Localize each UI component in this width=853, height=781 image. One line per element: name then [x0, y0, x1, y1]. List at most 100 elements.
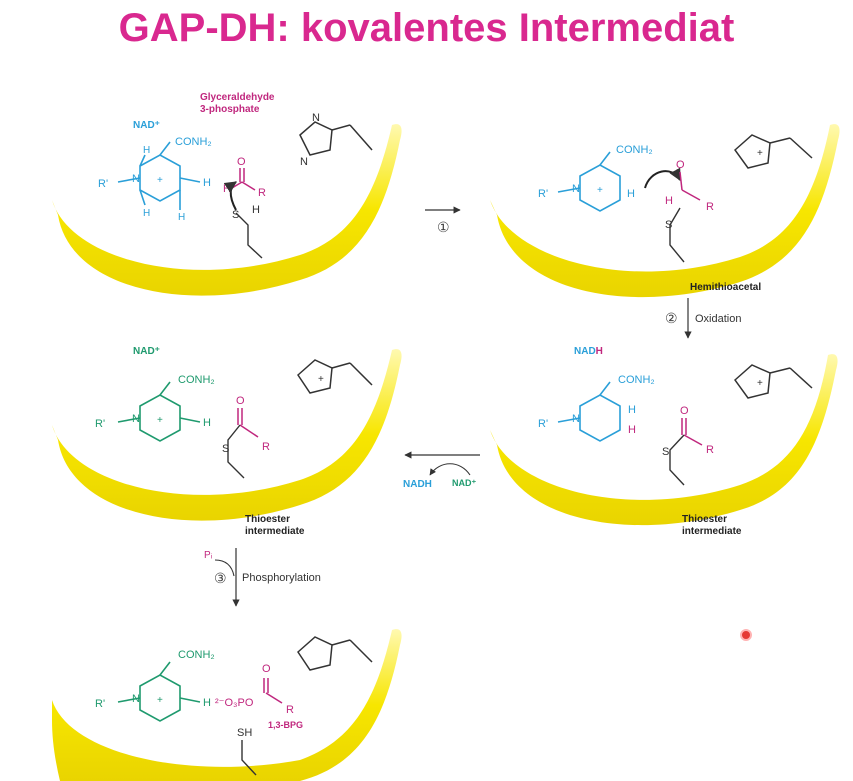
ring-h-br: H	[178, 212, 185, 223]
ring-plus: +	[157, 175, 163, 186]
ring-h-label: H	[203, 697, 211, 709]
step-3-number: ③	[214, 570, 227, 586]
ring-plus: +	[157, 695, 163, 706]
step-2-arrow: ② Oxidation	[665, 298, 741, 339]
conh2-label: CONH₂	[178, 374, 215, 386]
thio-s: S	[222, 443, 229, 455]
nicotinamide-ring	[117, 141, 201, 210]
conh2-label: CONH₂	[616, 144, 653, 156]
thio-s: S	[665, 219, 672, 231]
nad-in-label: NAD⁺	[452, 478, 476, 488]
ring-h-label: H	[627, 188, 635, 200]
imidazole-plus: +	[757, 378, 763, 389]
ring-n-label: N	[572, 413, 580, 425]
imidazole-nh: N	[312, 112, 320, 124]
ring-n-label: N	[132, 693, 140, 705]
r-prime-label: R'	[95, 698, 105, 710]
conh2-label: CONH₂	[175, 136, 212, 148]
thioester-r: R	[262, 441, 270, 453]
step-1-number: ①	[437, 219, 450, 235]
cysteine-chain	[235, 212, 263, 259]
ring-h-bl: H	[143, 208, 150, 219]
panel-3-thioester-nadh: NADH CONH₂ R' N H H O R S + Thioester in…	[490, 346, 838, 537]
panel-5-product: CONH₂ R' N + H ²⁻O₃PO O R 1,3-BPG SH	[52, 629, 402, 781]
hydride-arrow	[644, 167, 681, 189]
pi-label: Pᵢ	[204, 550, 213, 561]
conh2-label: CONH₂	[178, 649, 215, 661]
thioester-r: R	[706, 444, 714, 456]
step-3-label: Phosphorylation	[242, 572, 321, 584]
page-title: GAP-DH: kovalentes Intermediat	[118, 6, 735, 50]
r-prime-label: R'	[95, 418, 105, 430]
hemithio-r: R	[706, 201, 714, 213]
bpg-bonds	[263, 678, 283, 704]
nadh-out-label: NADH	[403, 479, 432, 490]
cysteine-chain	[669, 434, 685, 486]
hemithioacetal-bonds	[679, 171, 701, 201]
ring-plus: +	[597, 185, 603, 196]
conh2-label: CONH₂	[618, 374, 655, 386]
thioester-bonds	[681, 418, 703, 446]
thioester-label: Thioester	[245, 514, 290, 525]
substrate-label: Glyceraldehyde	[200, 92, 275, 103]
thioester-o: O	[236, 395, 245, 407]
cysteine-chain	[227, 424, 245, 479]
step-2-label: Oxidation	[695, 313, 741, 325]
thioester-label-2: intermediate	[245, 526, 305, 537]
ring-h-label: H	[203, 417, 211, 429]
nad-label: NAD⁺	[133, 346, 160, 357]
imidazole-plus: +	[757, 148, 763, 159]
nicotinamide-ring	[117, 661, 201, 722]
enzyme-band	[52, 629, 402, 781]
bpg-r: R	[286, 704, 294, 716]
r-prime-label: R'	[98, 178, 108, 190]
aldehyde-r: R	[258, 187, 266, 199]
enzyme-band	[490, 124, 840, 298]
imidazole-ring	[299, 121, 373, 156]
step-3-arrow: Pᵢ ③ Phosphorylation	[204, 548, 321, 607]
imidazole-n: N	[300, 156, 308, 168]
nadh-label: NADH	[574, 346, 603, 357]
ring-h-1: H	[628, 404, 636, 416]
nicotinamide-ring	[117, 381, 201, 442]
product-label: 1,3-BPG	[268, 720, 303, 730]
nadh-label-suffix: H	[596, 346, 603, 357]
carbonyl-o: O	[237, 156, 246, 168]
imidazole-ring	[733, 134, 813, 169]
thio-s: S	[662, 446, 669, 458]
cysteine-chain	[241, 740, 257, 776]
pointer-dot	[740, 629, 752, 641]
hemithio-o: O	[676, 159, 685, 171]
nadh-label-prefix: NAD	[574, 346, 596, 357]
attack-arrow	[223, 181, 237, 211]
ring-n-label: N	[572, 183, 580, 195]
ring-n-label: N	[132, 173, 140, 185]
substrate-label-2: 3-phosphate	[200, 104, 260, 115]
phospho-group: ²⁻O₃PO	[215, 697, 254, 709]
r-prime-label: R'	[538, 418, 548, 430]
enzyme-band	[52, 349, 402, 521]
thiol-h: H	[252, 204, 260, 216]
aldehyde-bonds	[231, 168, 256, 191]
ring-n-label: N	[132, 413, 140, 425]
thioester-label-2: intermediate	[682, 526, 742, 537]
ring-h-2: H	[628, 424, 636, 436]
r-prime-label: R'	[538, 188, 548, 200]
ring-plus: +	[157, 415, 163, 426]
bpg-o: O	[262, 663, 271, 675]
cysteine-chain	[669, 207, 685, 263]
panel-1-reactants: NAD⁺ Glyceraldehyde 3-phosphate CONH₂ R'…	[52, 92, 402, 296]
nad-label: NAD⁺	[133, 120, 160, 131]
nicotinamide-ring	[557, 381, 621, 442]
nicotinamide-ring	[557, 151, 621, 212]
thioester-o: O	[680, 405, 689, 417]
thiol-sh: SH	[237, 727, 252, 739]
thiol-s: S	[232, 209, 239, 221]
enzyme-band	[490, 354, 838, 526]
imidazole-ring	[733, 364, 813, 399]
ring-h-label: H	[203, 177, 211, 189]
hemithio-h: H	[665, 195, 673, 207]
panel-2-hemithioacetal: CONH₂ R' N + H O H R S + Hemithioacetal	[490, 124, 840, 298]
step-1-arrow: ①	[425, 206, 461, 235]
